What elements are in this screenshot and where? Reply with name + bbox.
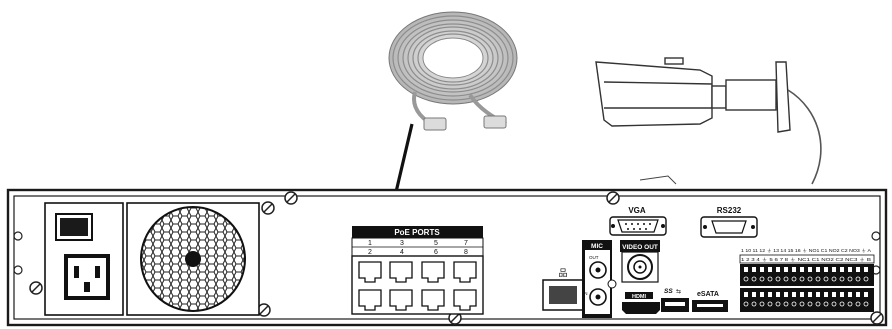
esata-label: eSATA <box>697 291 719 298</box>
poe-number-3: 3 <box>400 240 404 247</box>
vga-label: VGA <box>628 206 646 215</box>
fan-grille-icon <box>126 202 260 316</box>
vga-port[interactable]: VGA <box>609 206 667 236</box>
alarm-terminals-lower[interactable] <box>740 288 874 312</box>
rs232-label: RS232 <box>717 206 742 215</box>
rs232-port[interactable]: RS232 <box>700 206 758 238</box>
poe-number-8: 8 <box>464 249 468 256</box>
usb-label: SS <box>664 288 673 295</box>
poe-number-5: 5 <box>434 240 438 247</box>
video-out-port[interactable]: VIDEO OUT <box>620 240 660 283</box>
esata-port[interactable]: eSATA <box>692 291 728 312</box>
mic-label: MIC <box>591 243 603 250</box>
alarm-top-label: 1 10 11 12 ⏚ 13 14 15 16 ⏚ NO1 C1 NO2 C2… <box>741 248 871 253</box>
svg-text:品: 品 <box>558 268 567 278</box>
screw-icon <box>29 191 884 325</box>
usb-port[interactable]: SS ⇆ <box>661 288 689 312</box>
poe-number-4: 4 <box>400 249 404 256</box>
mic-out-label: OUT <box>589 255 599 260</box>
poe-number-6: 6 <box>434 249 438 256</box>
poe-ports-block: PoE PORTS 1 2 3 4 5 6 7 8 <box>351 226 484 315</box>
mic-in-label: IN <box>583 291 588 296</box>
power-supply <box>44 202 124 316</box>
svg-text:⇆: ⇆ <box>676 288 681 295</box>
mic-block: MIC OUT IN <box>582 240 617 318</box>
poe-rj45-port[interactable] <box>358 261 477 311</box>
video-out-label: VIDEO OUT <box>622 244 658 251</box>
poe-number-2: 2 <box>368 249 372 256</box>
alarm-bottom-label: 1 2 3 4 ⏚ 5 6 7 8 ⏚ NC1 C1 NO2 C2 NC3 ⏚ … <box>741 257 871 262</box>
lan-port-icon[interactable]: 品 <box>542 268 584 311</box>
bullet-camera-image <box>595 57 822 185</box>
hdmi-port[interactable]: HDMI <box>622 292 660 314</box>
hdmi-label: HDMI <box>632 294 647 300</box>
poe-number-7: 7 <box>464 240 468 247</box>
alarm-terminal-block: 1 10 11 12 ⏚ 13 14 15 16 ⏚ NO1 C1 NO2 C2… <box>739 248 875 312</box>
poe-number-1: 1 <box>368 240 372 247</box>
poe-title: PoE PORTS <box>394 228 440 237</box>
network-cable-coil-image <box>388 11 518 131</box>
